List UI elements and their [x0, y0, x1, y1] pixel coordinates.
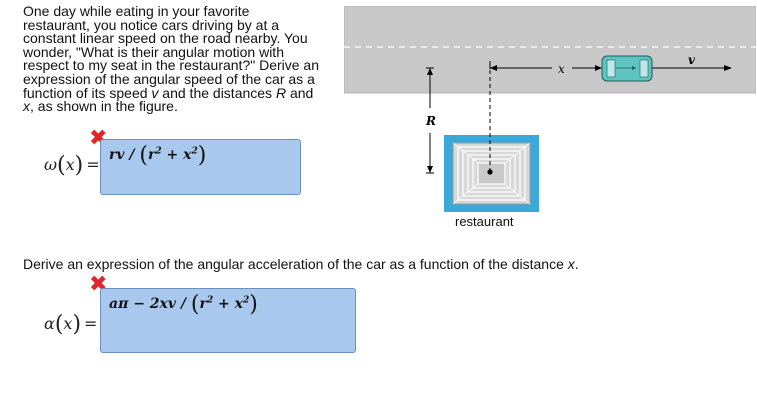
- x-label: x: [558, 62, 565, 76]
- question-line: wonder, "What is their angular motion wi…: [23, 43, 284, 60]
- R-dim-arrowhead-top: [427, 68, 433, 75]
- road: [344, 6, 756, 94]
- fn-var: x: [65, 155, 75, 174]
- equals: =: [84, 314, 98, 333]
- fn-symbol: α: [44, 314, 55, 333]
- paren: (: [139, 143, 148, 168]
- text-run: .: [574, 256, 579, 272]
- seat-dot: [487, 169, 493, 175]
- equals: =: [86, 155, 100, 174]
- text-run: r: [199, 296, 207, 312]
- paren: (: [57, 153, 66, 178]
- paren: (: [54, 312, 64, 337]
- R-dim-arrowhead-bottom: [427, 166, 433, 173]
- question-1-text: One day while eating in your favorite re…: [23, 3, 343, 115]
- x-dim-arrowhead-left: [490, 65, 497, 71]
- text-run: r: [147, 147, 156, 163]
- answer-2-value: aπ − 2xv / (r2 + x2): [109, 292, 258, 317]
- question-line: constant linear speed on the road nearby…: [23, 30, 308, 47]
- answer-1-value: rv / (r2 + x2): [109, 143, 206, 168]
- paren: ): [249, 292, 258, 317]
- exponent: 2: [206, 295, 214, 306]
- restaurant-label: restaurant: [455, 214, 514, 229]
- var-R: R: [275, 84, 287, 101]
- velocity-arrowhead: [724, 65, 732, 71]
- text-run: and: [286, 84, 314, 101]
- question-line: restaurant, you notice cars driving by a…: [23, 16, 280, 33]
- var-x: x: [23, 98, 30, 115]
- question-line: function of its speed v and the distance…: [23, 84, 343, 101]
- exponent: 2: [155, 146, 162, 157]
- paren: (: [190, 292, 200, 317]
- question-line: expression of the angular speed of the c…: [23, 70, 315, 87]
- x-dim-arrowhead-right: [595, 65, 602, 71]
- fn-symbol: ω: [44, 155, 58, 174]
- problem-figure: x v R: [344, 6, 756, 212]
- R-label: R: [425, 114, 436, 128]
- text-run: function of its speed: [23, 84, 152, 101]
- text-run: and the distances: [158, 84, 276, 101]
- paren: ): [72, 312, 82, 337]
- question-2-text: Derive an expression of the angular acce…: [23, 256, 663, 272]
- paren: ): [74, 153, 84, 178]
- text-run: Derive an expression of the angular acce…: [23, 256, 568, 272]
- alpha-label: α(x)=: [44, 312, 97, 337]
- var-v: v: [151, 84, 159, 101]
- car-icon: [601, 55, 653, 82]
- var-x: x: [567, 256, 575, 272]
- v-label: v: [688, 53, 696, 67]
- paren: ): [197, 143, 207, 168]
- question-line: One day while eating in your favorite: [23, 3, 250, 19]
- answer-1-input[interactable]: rv / (r2 + x2): [100, 139, 301, 195]
- fn-var: x: [63, 314, 73, 333]
- question-line: x, as shown in the figure.: [23, 98, 343, 115]
- exponent: 2: [242, 295, 250, 306]
- omega-label: ω(x)=: [44, 153, 100, 178]
- text-run: + x: [161, 147, 192, 163]
- text-run: rv /: [109, 147, 140, 163]
- text-run: aπ − 2xv /: [109, 296, 191, 312]
- question-line: respect to my seat in the restaurant?" D…: [23, 57, 320, 74]
- answer-2-input[interactable]: aπ − 2xv / (r2 + x2): [100, 288, 356, 353]
- text-run: + x: [213, 296, 243, 312]
- text-run: , as shown in the figure.: [30, 98, 178, 115]
- exponent: 2: [191, 146, 198, 157]
